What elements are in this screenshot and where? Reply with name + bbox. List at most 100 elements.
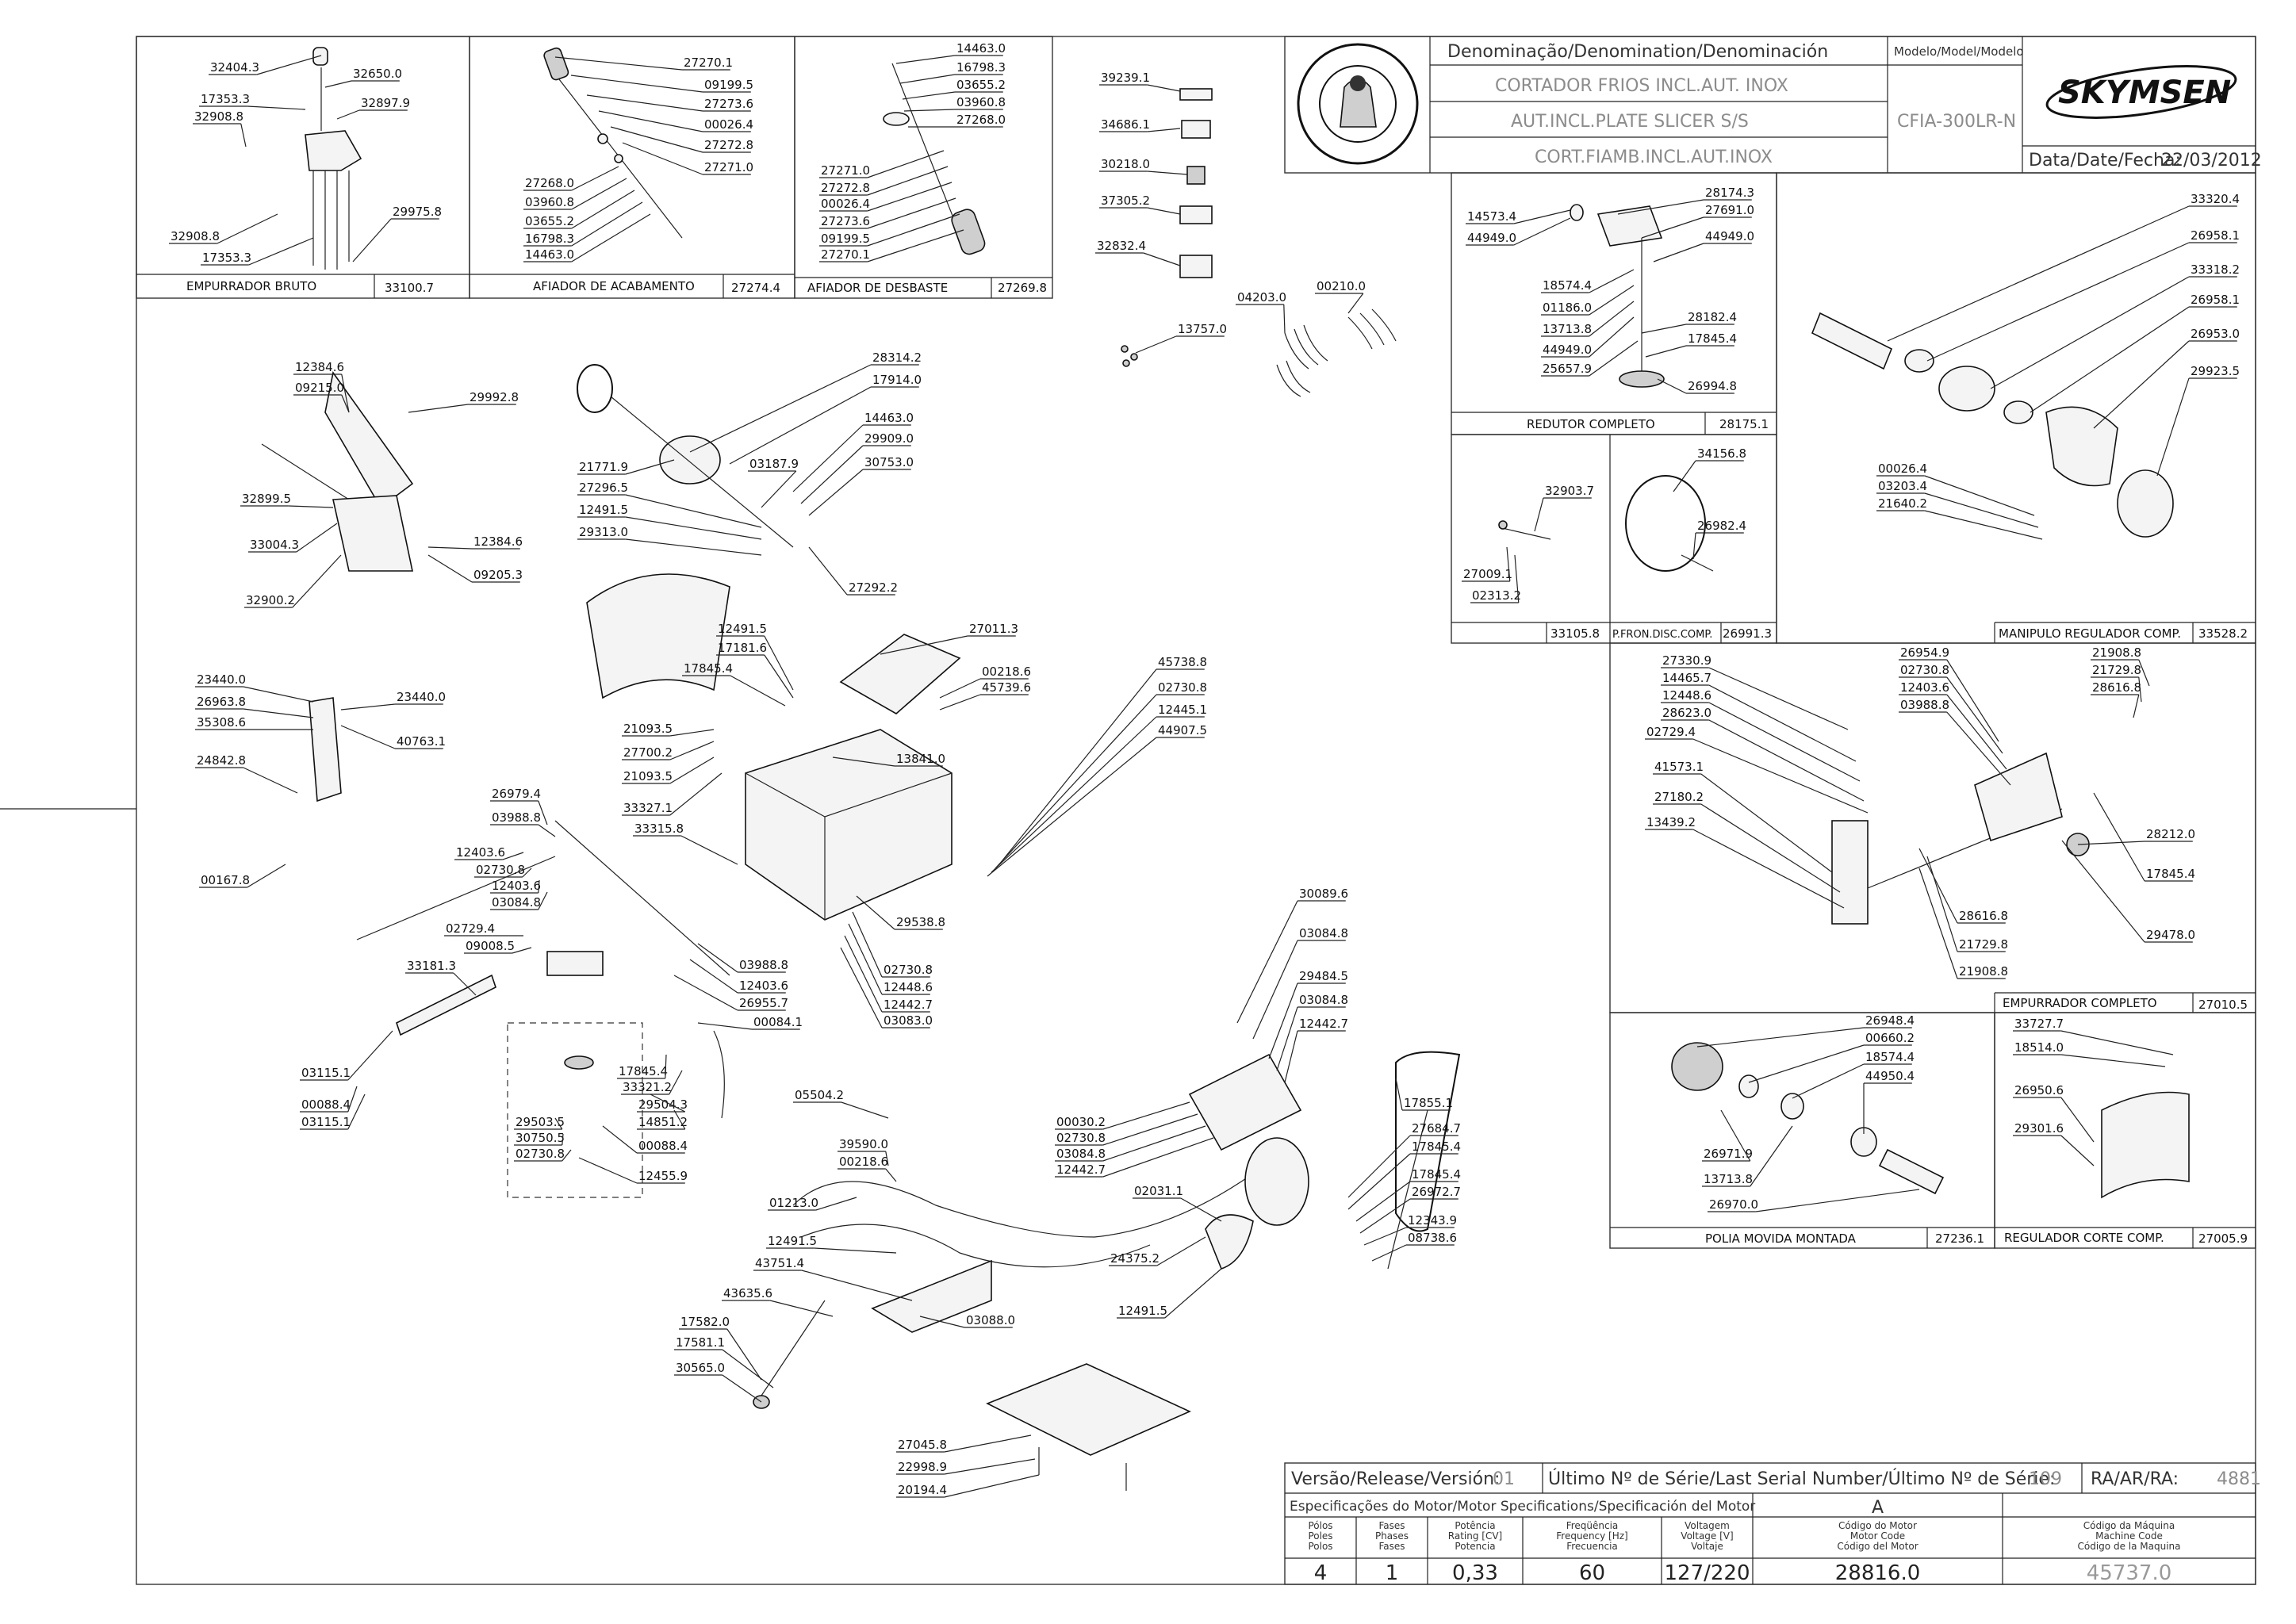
leader-line	[2061, 840, 2145, 943]
part-number-label: 24375.2	[1110, 1251, 1159, 1266]
leader-line	[1645, 345, 1687, 358]
part-number-label: 29503.5	[516, 1115, 565, 1129]
spec-col-header: Voltaje	[1691, 1541, 1723, 1552]
leader-line	[1918, 848, 1958, 924]
leader-line	[944, 1474, 1040, 1498]
part-number-label: 28616.8	[2092, 680, 2141, 695]
part-number-label: 03988.8	[1900, 698, 1949, 712]
part-number-label: 33320.4	[2191, 192, 2240, 206]
part-number-label: 37305.2	[1101, 193, 1150, 208]
leader-line	[217, 213, 278, 244]
part-number-label: 22998.9	[898, 1460, 947, 1474]
leader-line	[1946, 711, 2011, 786]
part-number-label: 27270.1	[821, 247, 870, 262]
part-number-label: 00088.4	[638, 1139, 688, 1153]
leader-line	[1924, 475, 2035, 516]
leader-line	[324, 80, 352, 88]
leader-line	[1534, 497, 1544, 532]
part-number-label: 00218.6	[839, 1155, 888, 1169]
part-number-label: 03203.4	[1878, 479, 1927, 493]
part-number-label: 13713.8	[1704, 1172, 1753, 1186]
leader-line	[1363, 1227, 1407, 1246]
leader-line	[885, 1151, 889, 1166]
part-number-label: 17845.4	[1412, 1167, 1461, 1182]
part-number-label: 13439.2	[1646, 815, 1696, 829]
part-number-label: 32404.3	[210, 60, 259, 75]
part-number-label: 44907.5	[1158, 723, 1207, 737]
leader-line	[598, 110, 703, 132]
leader-line	[1589, 316, 1635, 358]
part-number-label: 27691.0	[1705, 203, 1754, 217]
part-number-label: 09215.0	[295, 381, 344, 395]
part-number-label: 02730.8	[476, 863, 525, 877]
spec-col-header: Voltage [V]	[1681, 1530, 1733, 1542]
part-number-label: 30218.0	[1101, 157, 1150, 171]
leader-line	[347, 1030, 393, 1081]
part-number-label: 17845.4	[1412, 1139, 1461, 1154]
leader-line	[848, 923, 883, 995]
leader-line	[1347, 293, 1364, 314]
leader-line	[1268, 982, 1298, 1059]
assembly-name: AFIADOR DE ACABAMENTO	[533, 279, 695, 293]
leader-line	[571, 178, 627, 210]
part-number-label: 21729.8	[1959, 937, 2008, 952]
part-number-label: 26950.6	[2014, 1083, 2064, 1097]
part-number-label: 33181.3	[407, 959, 456, 973]
leader-line	[1147, 128, 1181, 132]
model-header: Modelo/Model/Modelo	[1894, 44, 2024, 59]
leader-line	[1359, 1198, 1411, 1234]
box-empurrador-bruto: EMPURRADOR BRUTO 33100.7	[136, 36, 470, 299]
spec-col-value: 1	[1386, 1561, 1399, 1585]
part-number-label: 27273.6	[821, 214, 870, 228]
part-number-label: 26970.0	[1709, 1197, 1758, 1212]
leader-line	[761, 470, 797, 508]
part-number-label: 03084.8	[1299, 993, 1348, 1007]
spec-col-header: Frequency [Hz]	[1556, 1530, 1628, 1542]
part-number-label: 29538.8	[896, 915, 945, 929]
part-number-label: 27271.0	[821, 163, 870, 178]
leader-line	[856, 895, 895, 930]
part-number-label: 33327.1	[623, 801, 673, 815]
part-number-label: 32900.2	[246, 593, 295, 607]
leader-line	[243, 686, 314, 703]
leader-line	[554, 56, 683, 71]
leader-line	[669, 756, 715, 784]
leader-line	[1924, 492, 2039, 528]
part-number-label: 33321.2	[623, 1080, 672, 1094]
leader-line	[722, 1349, 774, 1388]
part-number-label: 33727.7	[2014, 1017, 2064, 1031]
spec-col-header: Pólos	[1308, 1520, 1332, 1531]
leader-line	[814, 1247, 897, 1254]
part-number-label: 12491.5	[1118, 1304, 1167, 1318]
part-number-label: 03083.0	[884, 1013, 933, 1028]
leader-line	[1156, 1236, 1206, 1266]
part-number-label: 03655.2	[956, 78, 1006, 92]
part-number-label: 03088.0	[966, 1313, 1015, 1327]
part-number-label: 18514.0	[2014, 1040, 2064, 1055]
leader-line	[867, 213, 960, 247]
part-number-label: 27684.7	[1412, 1121, 1461, 1136]
leader-line	[408, 404, 469, 413]
leader-line	[288, 505, 334, 508]
leader-line	[247, 105, 306, 110]
leader-line	[571, 201, 643, 247]
part-number-label: 02730.8	[1056, 1131, 1106, 1145]
leader-line	[1589, 269, 1635, 293]
assembly-name: POLIA MOVIDA MONTADA	[1705, 1231, 1857, 1246]
spec-col-header: Fases	[1378, 1541, 1405, 1552]
part-number-label: 12445.1	[1158, 703, 1207, 717]
part-number-label: 17855.1	[1404, 1096, 1453, 1110]
part-number-label: 44949.0	[1543, 343, 1592, 357]
part-number-label: 27011.3	[969, 622, 1018, 636]
part-number-label: 12448.6	[884, 980, 933, 994]
part-number-label: 12403.6	[492, 879, 541, 893]
part-number-label: 26948.4	[1865, 1013, 1915, 1028]
part-number-label: 21908.8	[1959, 964, 2008, 979]
leader-line	[1102, 1137, 1214, 1178]
leader-line	[1236, 900, 1298, 1024]
part-number-label: 09199.5	[704, 78, 753, 92]
leader-line	[673, 975, 738, 1011]
leader-line	[1696, 1027, 1865, 1048]
leader-line	[939, 694, 981, 710]
leader-line	[1755, 1189, 1920, 1212]
